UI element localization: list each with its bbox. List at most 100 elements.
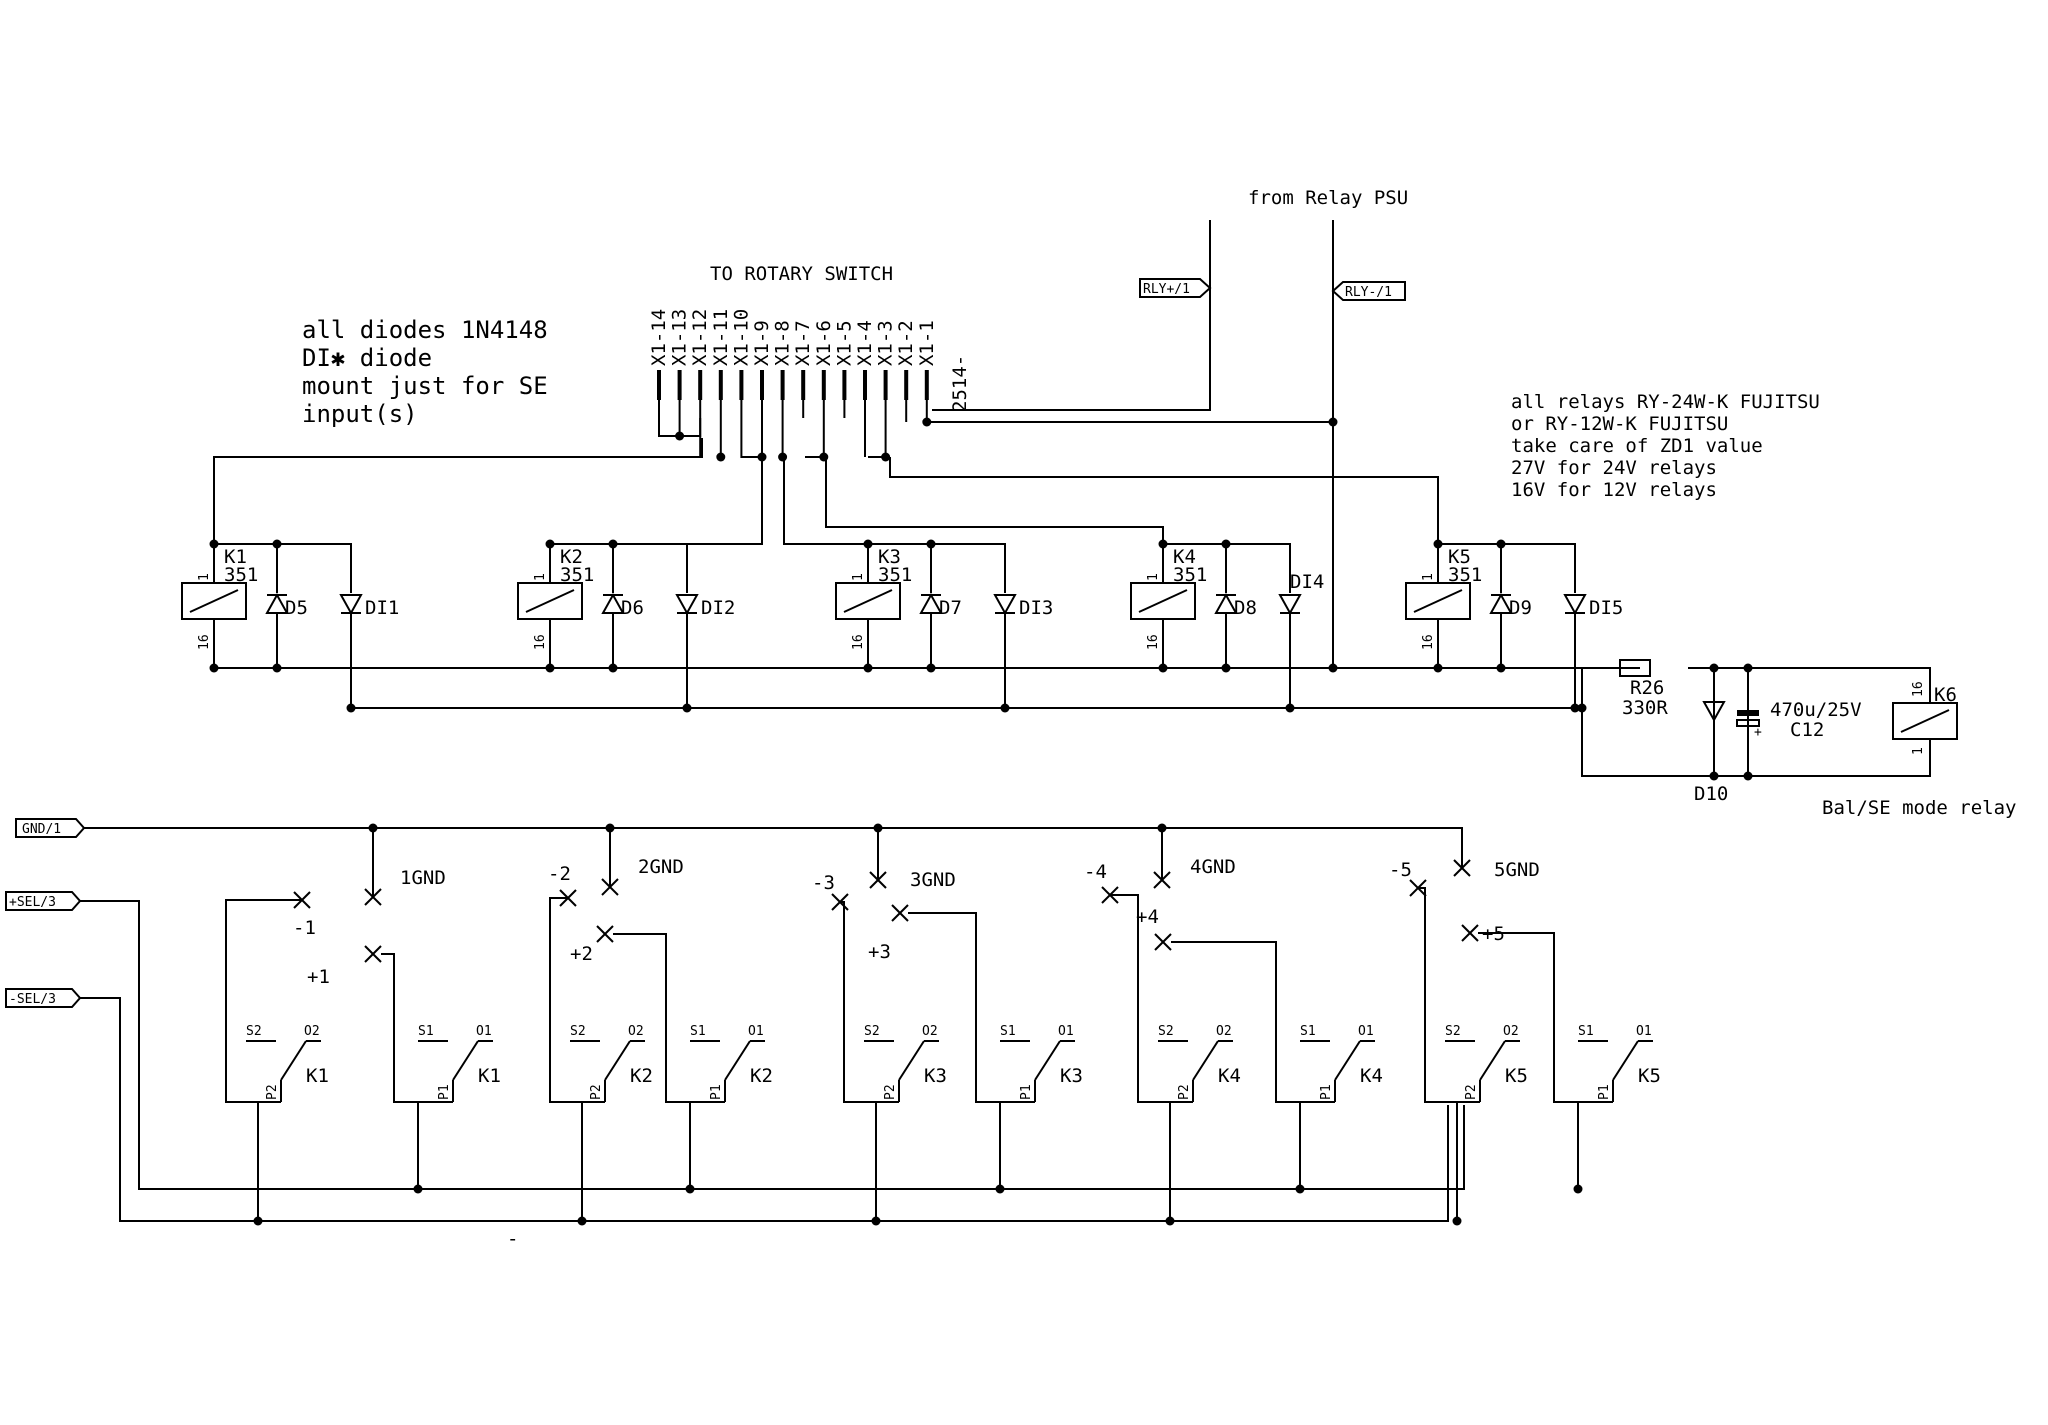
- open-terminal: [1461, 924, 1479, 942]
- minus-label: -1: [293, 917, 316, 939]
- relay-name: K4: [1173, 546, 1196, 568]
- junction-dot: [1577, 703, 1587, 713]
- junction-dot: [863, 539, 873, 549]
- contact-s-label: S1: [1578, 1024, 1594, 1039]
- minus-label: -3: [812, 872, 835, 894]
- contact-s-label: S1: [690, 1024, 706, 1039]
- contact-s-label: S1: [1300, 1024, 1316, 1039]
- contact-o-label: O1: [1358, 1024, 1374, 1039]
- relay-name: K2: [560, 546, 583, 568]
- diode-notes: all diodes 1N4148 DI✱ diode mount just f…: [302, 316, 548, 428]
- plus-label: +1: [307, 966, 330, 988]
- diode-label: D9: [1509, 597, 1532, 619]
- contact-s-label: S2: [864, 1024, 880, 1039]
- junction-dot: [1295, 1184, 1305, 1194]
- diode-symbol: [919, 592, 943, 614]
- pin-label: X1-6: [813, 320, 835, 366]
- rly-plus-label: RLY+/1: [1143, 282, 1190, 297]
- note-line-3: mount just for SE: [302, 372, 548, 400]
- junction-dot: [1328, 417, 1338, 427]
- junction-dot: [1743, 663, 1753, 673]
- sel-plus-port-label: +SEL/3: [9, 895, 56, 910]
- contact-s-label: S1: [418, 1024, 434, 1039]
- di-diode-symbol: [339, 594, 363, 616]
- relay-notes: all relays RY-24W-K FUJITSU or RY-12W-K …: [1511, 391, 1820, 501]
- contact-relay-label: K1: [478, 1065, 501, 1087]
- junction-dot: [272, 663, 282, 673]
- connector-pin: [863, 370, 867, 400]
- connector-pin: [883, 370, 888, 400]
- relay-note-4: 27V for 24V relays: [1511, 457, 1717, 479]
- c12-value: 470u/25V: [1770, 699, 1862, 721]
- c12-plate-bottom: [1736, 719, 1760, 727]
- open-terminal: [891, 904, 909, 922]
- pin-label: X1-3: [875, 320, 897, 366]
- open-terminal: [869, 871, 887, 889]
- pin-label: X1-8: [772, 320, 794, 366]
- minus-label: -4: [1084, 861, 1107, 883]
- junction-dot: [1743, 771, 1753, 781]
- relay-pin1: 1: [851, 573, 866, 581]
- junction-dot: [209, 539, 219, 549]
- plus-label: +3: [868, 941, 891, 963]
- junction-dot: [1165, 1216, 1175, 1226]
- contact-o-label: O2: [1216, 1024, 1232, 1039]
- contact-relay-label: K3: [1060, 1065, 1083, 1087]
- pin-label: X1-12: [689, 309, 711, 366]
- connector-pin: [739, 370, 744, 400]
- contact-relay-label: K5: [1638, 1065, 1661, 1087]
- to-rotary-label: TO ROTARY SWITCH: [710, 263, 893, 285]
- junction-dot: [863, 663, 873, 673]
- junction-dot: [1570, 703, 1580, 713]
- contact-p-label: P2: [1177, 1084, 1192, 1100]
- mode-relay-label: Bal/SE mode relay: [1822, 797, 2016, 819]
- junction-dot: [922, 417, 932, 427]
- junction-dot: [1158, 663, 1168, 673]
- contact-p-label: P1: [437, 1084, 452, 1100]
- junction-dot: [1452, 1216, 1462, 1226]
- contact-relay-label: K4: [1218, 1065, 1241, 1087]
- gnd-label: 4GND: [1190, 856, 1236, 878]
- rly-plus-wire: [932, 220, 1211, 411]
- open-terminal: [364, 888, 382, 906]
- junction-dot: [608, 663, 618, 673]
- open-terminal: [596, 925, 614, 943]
- junction-dot: [685, 1184, 695, 1194]
- stray-dash: -: [507, 1228, 518, 1250]
- contact-p-label: P2: [265, 1084, 280, 1100]
- contact-relay-label: K1: [306, 1065, 329, 1087]
- junction-dot: [1285, 703, 1295, 713]
- pin-label: X1-7: [792, 320, 814, 366]
- open-terminal: [601, 878, 619, 896]
- connector-pin: [924, 370, 929, 400]
- junction-dot: [368, 823, 378, 833]
- junction-dot: [1221, 539, 1231, 549]
- contact-p-label: P1: [1319, 1084, 1334, 1100]
- relay-value: 351: [560, 564, 594, 586]
- contact-p-label: P1: [709, 1084, 724, 1100]
- pin-label: X1-2: [895, 320, 917, 366]
- junction-dot: [682, 703, 692, 713]
- contact-s-label: S2: [1445, 1024, 1461, 1039]
- rly-minus-port: RLY-/1: [1331, 281, 1406, 301]
- contact-o-label: O1: [1636, 1024, 1652, 1039]
- junction-dot: [1573, 1184, 1583, 1194]
- diode-label: D8: [1234, 597, 1257, 619]
- c12-name: C12: [1790, 719, 1824, 741]
- minus-label: -5: [1389, 859, 1412, 881]
- di-diode-symbol: [1563, 594, 1587, 616]
- di-label: DI3: [1019, 597, 1053, 619]
